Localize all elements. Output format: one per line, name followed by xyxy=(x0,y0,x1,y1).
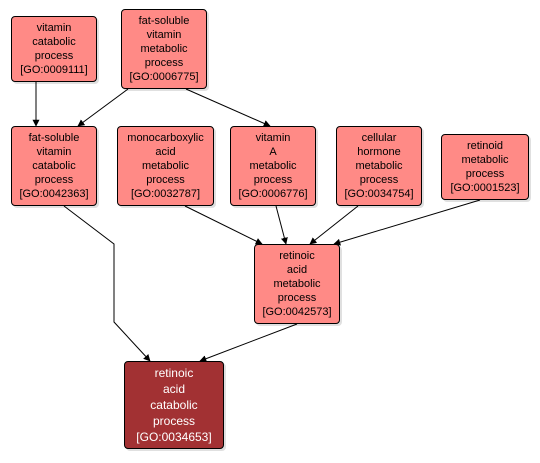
node-go-0006775[interactable]: fat-soluble vitamin metabolic process [G… xyxy=(121,9,207,89)
edge-n0006776-to-n0042573 xyxy=(275,205,288,245)
edge-n0001523-to-n0042573 xyxy=(333,199,481,246)
node-go-0006776[interactable]: vitamin A metabolic process [GO:0006776] xyxy=(230,126,316,206)
node-go-0034653-target[interactable]: retinoic acid catabolic process [GO:0034… xyxy=(124,361,224,449)
node-go-0042573[interactable]: retinoic acid metabolic process [GO:0042… xyxy=(254,244,340,324)
node-go-0009111[interactable]: vitamin catabolic process [GO:0009111] xyxy=(11,16,97,82)
edge-n0032787-to-n0042573 xyxy=(184,205,263,245)
edge-n0006775-to-n0006776 xyxy=(185,88,271,127)
node-go-0042363[interactable]: fat-soluble vitamin catabolic process [G… xyxy=(11,126,97,206)
edge-n0006775-to-n0042363 xyxy=(77,88,129,127)
node-go-0034754[interactable]: cellular hormone metabolic process [GO:0… xyxy=(336,126,422,206)
edge-n0034754-to-n0042573 xyxy=(309,205,359,245)
edge-n0042363-to-n0034653 xyxy=(63,205,151,362)
node-go-0032787[interactable]: monocarboxylic acid metabolic process [G… xyxy=(117,126,214,206)
node-go-0001523[interactable]: retinoid metabolic process [GO:0001523] xyxy=(441,134,529,200)
edge-n0042573-to-n0034653 xyxy=(199,323,298,363)
